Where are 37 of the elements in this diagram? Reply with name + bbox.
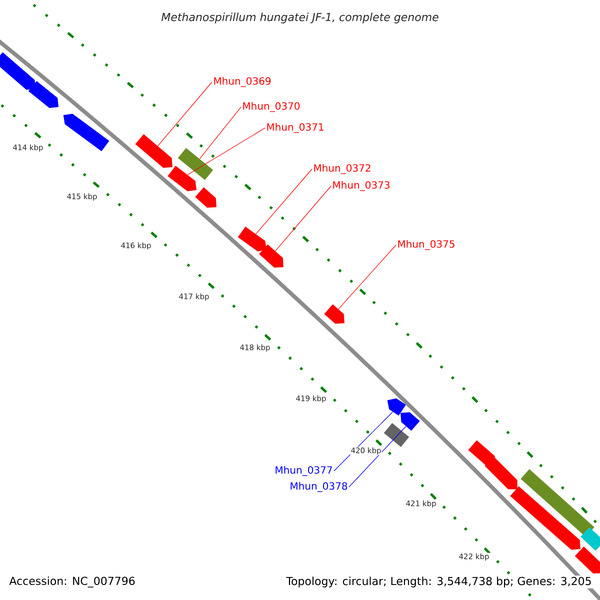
gene-label: Mhun_0378 [290,482,348,492]
leader-line [256,168,312,234]
gene-label: Mhun_0375 [398,240,454,250]
gene-feature [135,134,172,168]
gene-feature [238,226,267,252]
gene-block [580,527,600,551]
gene-block [384,423,410,448]
gene-block [178,148,214,180]
gene-feature [324,304,344,324]
gene-feature [168,166,197,192]
title: Methanospirillum hungatei JF-1, complete genome [161,12,438,24]
gene-feature [484,456,518,490]
gene-feature [0,52,36,90]
gene-label: Mhun_0372 [314,164,370,174]
gene-feature [387,398,406,416]
leader-line [348,426,406,488]
gene-label: Mhun_0370 [243,102,300,112]
gene-label: Mhun_0377 [276,466,332,476]
leader-line [158,82,212,146]
leader-line [334,412,393,472]
gene-label: Mhun_0371 [267,123,324,133]
gene-feature [63,114,110,152]
gene-feature [259,244,284,268]
leader-line [199,106,242,160]
footer-text: Accession: NC_007796 [8,576,136,588]
gene-label: Mhun_0373 [333,181,390,191]
gene-feature [400,412,420,431]
gene-feature [28,81,59,108]
gene-feature [195,187,216,208]
gene-feature [574,546,600,574]
leader-line [338,244,396,310]
gene-feature [510,486,580,550]
footer-text: Topology: circular; Length: 3,544,738 bp; Genes: 3,205 [285,576,593,588]
gene-label: Mhun_0369 [214,77,271,87]
gene-block [520,469,594,537]
leader-line [187,128,266,176]
leader-line [275,186,332,252]
